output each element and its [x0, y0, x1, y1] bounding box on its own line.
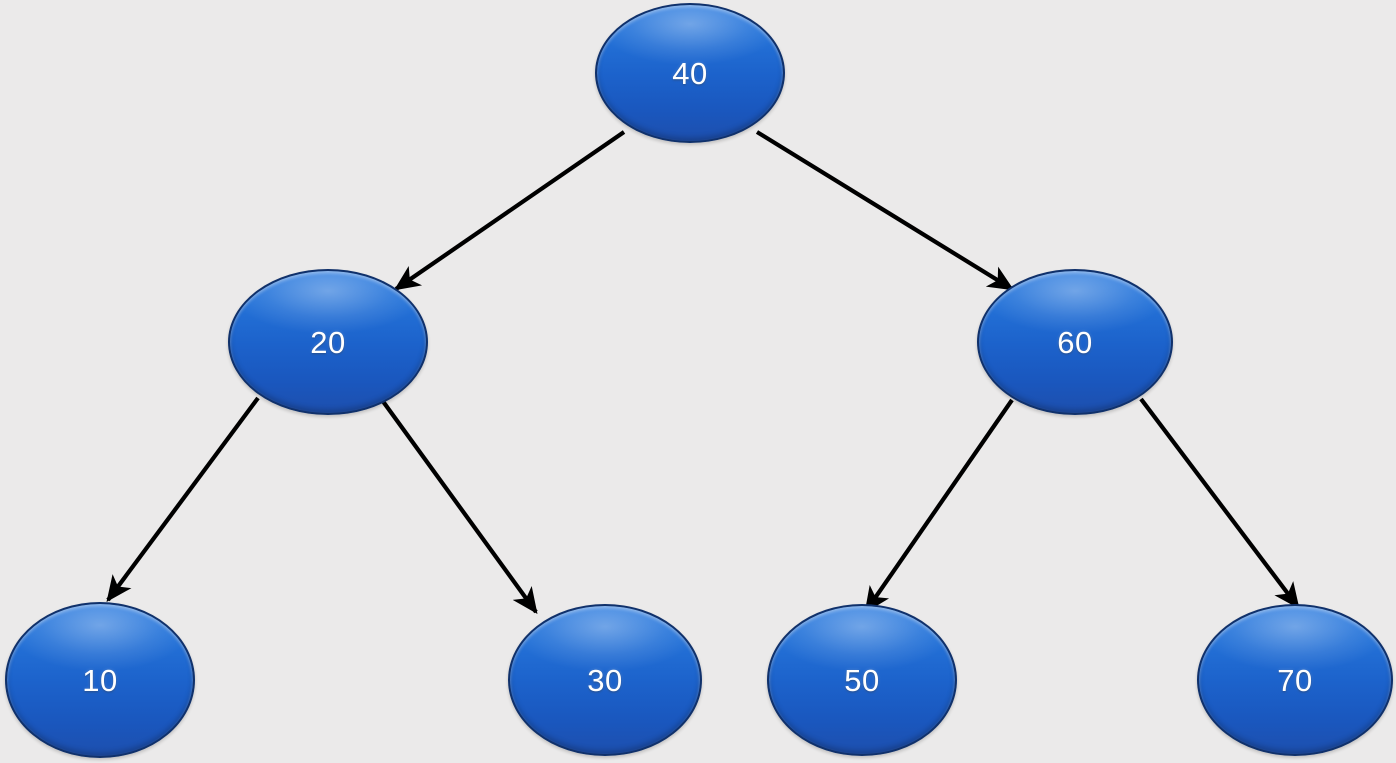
- tree-node-label: 40: [672, 55, 708, 91]
- tree-edge-node-60-to-leaf-50: [864, 398, 1014, 614]
- tree-node-10[interactable]: 10: [5, 602, 195, 758]
- tree-node-40[interactable]: 40: [595, 3, 785, 143]
- tree-edge-node-20-to-leaf-10: [106, 396, 260, 603]
- tree-edge-root-40-to-node-60: [755, 130, 1015, 291]
- tree-edge-root-40-to-node-20: [393, 130, 626, 291]
- tree-edge-node-60-to-leaf-70: [1139, 397, 1300, 610]
- tree-node-30[interactable]: 30: [508, 604, 702, 756]
- tree-node-label: 50: [844, 662, 880, 698]
- tree-edge-node-20-to-leaf-30: [380, 398, 538, 615]
- tree-node-50[interactable]: 50: [767, 604, 957, 756]
- tree-node-label: 10: [82, 662, 118, 698]
- tree-node-20[interactable]: 20: [228, 269, 428, 415]
- tree-node-60[interactable]: 60: [977, 269, 1173, 415]
- tree-node-label: 60: [1057, 324, 1093, 360]
- tree-node-label: 70: [1277, 662, 1313, 698]
- tree-node-label: 20: [310, 324, 346, 360]
- tree-node-70[interactable]: 70: [1197, 604, 1393, 756]
- tree-node-label: 30: [587, 662, 623, 698]
